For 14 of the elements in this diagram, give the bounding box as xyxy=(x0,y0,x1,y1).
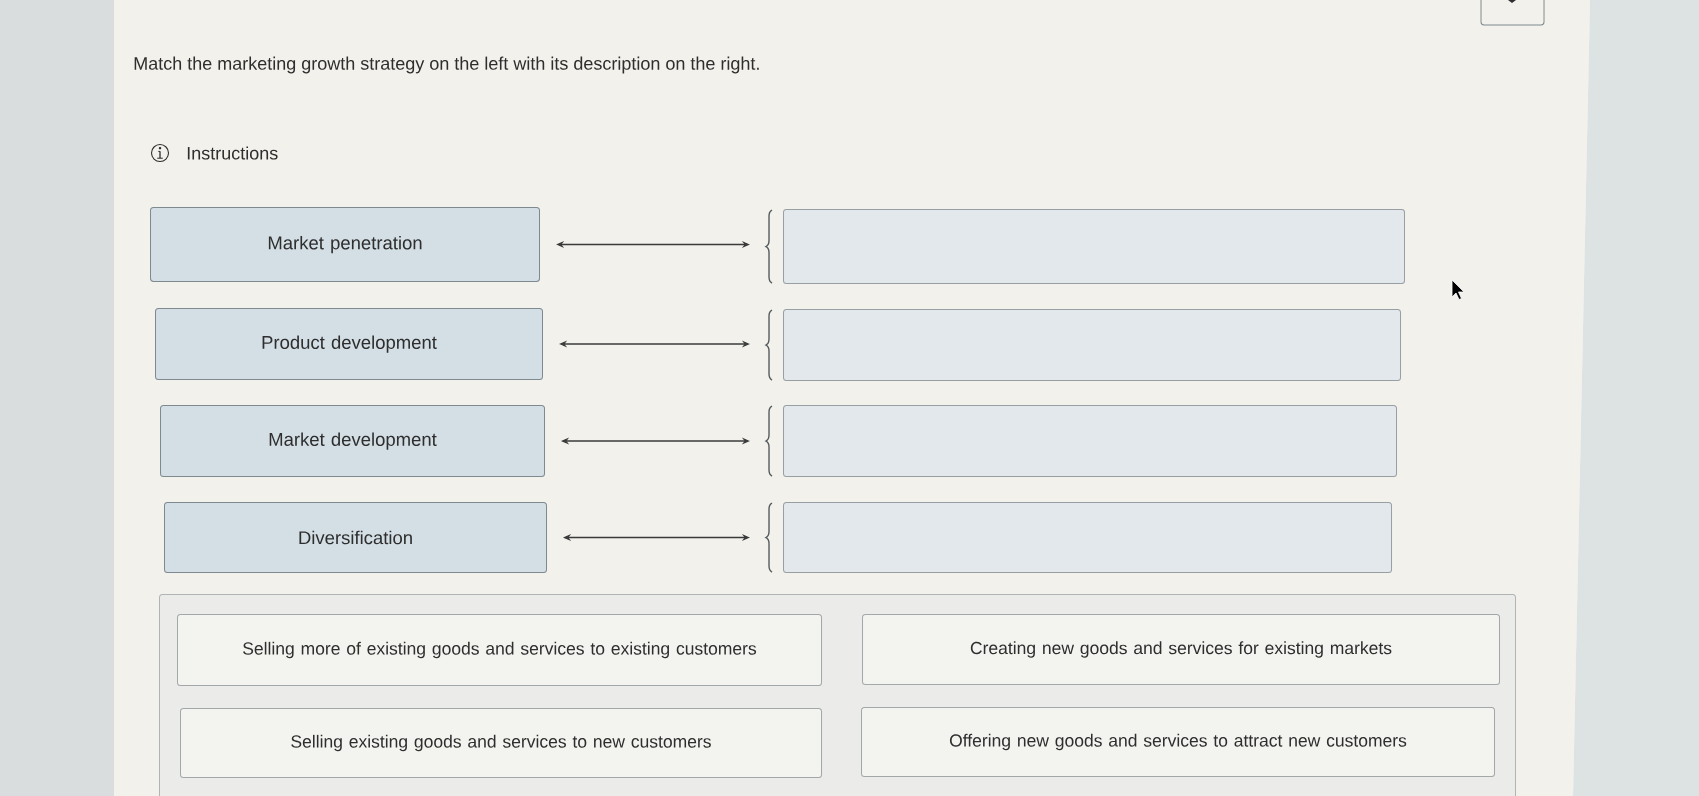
answer-box xyxy=(783,309,1401,381)
option-tile: Selling more of existing goods and services to existing customers xyxy=(177,614,822,686)
term-tile: Product development xyxy=(155,308,543,380)
answer-box xyxy=(783,209,1405,284)
term-tile: Market penetration xyxy=(150,207,540,282)
answer-box xyxy=(783,502,1392,573)
instructions-link: Instructions xyxy=(187,146,278,160)
option-tile: Offering new goods and services to attract new customers xyxy=(861,707,1495,777)
option-tile: Creating new goods and services for existing markets xyxy=(862,614,1500,685)
option-tile: Selling existing goods and services to new customers xyxy=(180,708,822,778)
term-tile: Diversification xyxy=(164,502,547,573)
title: Match the marketing growth strategy on the left with its description on the right. xyxy=(134,56,759,74)
term-tile: Market development xyxy=(160,405,545,477)
answer-box xyxy=(783,405,1397,477)
